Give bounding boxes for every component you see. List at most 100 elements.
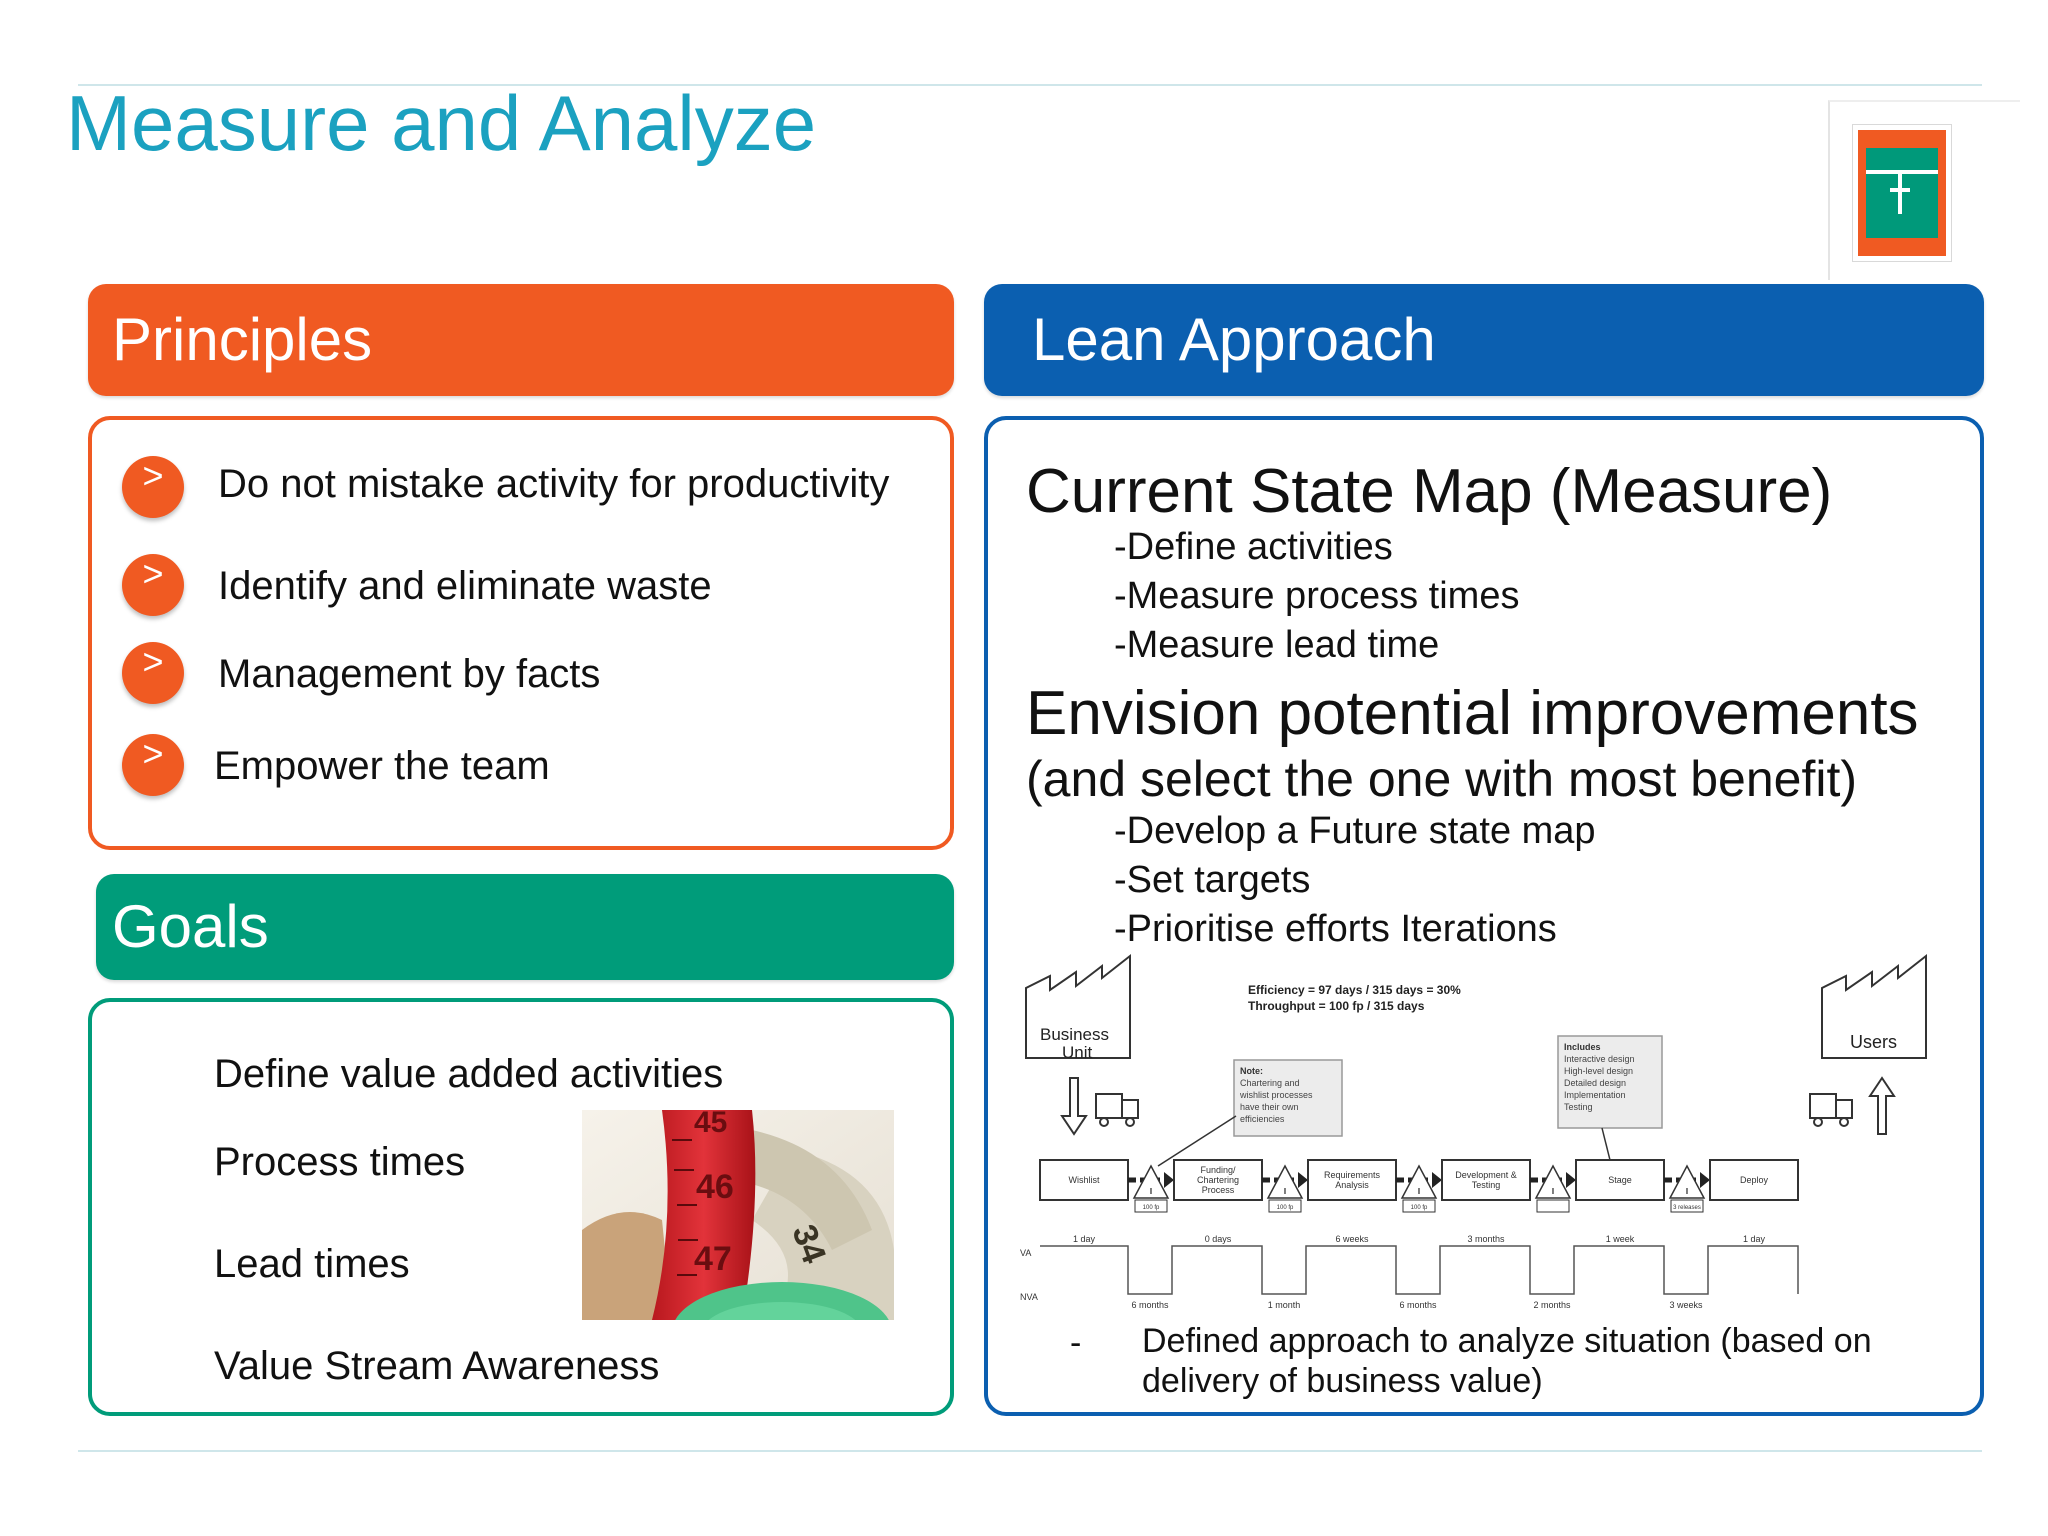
current-state-item: -Define activities [1114,526,1393,568]
svg-text:Detailed design: Detailed design [1564,1078,1626,1088]
inventory-box [1670,1199,1704,1213]
inventory-triangle [1534,1164,1572,1199]
goals-box: Define value added activities Process ti… [88,998,954,1416]
goals-header: Goals [96,874,954,980]
principles-header: Principles [88,284,954,396]
push-arrow-head [1164,1172,1174,1188]
svg-text:Testing: Testing [1564,1102,1593,1112]
vsm-note: Includes Interactive design High-level d… [1557,1035,1663,1129]
process-box [1709,1159,1799,1201]
customer-factory-icon [1821,953,1927,1059]
tape-number: 46 [696,1168,734,1206]
process-label: Stage [1608,1175,1632,1185]
current-state-item: -Measure process times [1114,575,1520,617]
lean-box: Current State Map (Measure) -Define acti… [984,416,1984,1416]
page-title: Measure and Analyze [66,79,817,167]
inventory-box [1536,1199,1570,1213]
vsm-efficiency: Efficiency = 97 days / 315 days = 30% [1248,983,1461,997]
va-time-label: 3 months [1467,1234,1505,1244]
tape-number: 45 [694,1110,727,1139]
inventory-triangle [1668,1164,1706,1199]
inventory-mark: I [1284,1187,1286,1196]
nva-time-label: 1 month [1268,1300,1301,1310]
svg-text:High-level design: High-level design [1564,1066,1633,1076]
process-box [1441,1159,1531,1201]
process-box [1039,1159,1129,1201]
supplier-label: Unit [1062,1043,1093,1062]
supplier-label: Business [1040,1025,1109,1044]
envision-item: -Develop a Future state map [1114,810,1596,852]
process-label: Process [1202,1185,1235,1195]
inventory-mark: I [1686,1187,1688,1196]
inventory-triangle [1400,1164,1438,1199]
nva-time-label: 2 months [1533,1300,1571,1310]
principles-box: > Do not mistake activity for productivi… [88,416,954,850]
envision-subheading: (and select the one with most benefit) [1026,751,1858,807]
push-arrow-head [1700,1172,1710,1188]
svg-text:Interactive design: Interactive design [1564,1054,1635,1064]
value-stream-map: Efficiency = 97 days / 315 days = 30% Th… [1020,948,1940,1323]
principle-item: Management by facts [218,652,601,696]
process-label: Chartering [1197,1175,1239,1185]
push-arrow-head [1298,1172,1308,1188]
goal-item: Define value added activities [214,1052,724,1096]
bullet-icon: > [122,642,184,704]
inventory-box [1268,1199,1302,1213]
inventory-mark: I [1552,1187,1554,1196]
svg-text:Implementation: Implementation [1564,1090,1626,1100]
svg-text:efficiencies: efficiencies [1240,1114,1285,1124]
inventory-triangle [1132,1164,1170,1199]
inventory-box [1134,1199,1168,1213]
inventory-label: 100 fp [1143,1205,1160,1211]
process-label: Analysis [1335,1180,1369,1190]
goal-item: Process times [214,1140,466,1184]
va-time-label: 0 days [1205,1234,1232,1244]
push-arrow-head [1432,1172,1442,1188]
process-label: Requirements [1324,1170,1381,1180]
bullet-icon: > [122,456,184,518]
principle-item: Identify and eliminate waste [218,564,712,608]
process-label: Development & [1455,1170,1517,1180]
envision-heading: Envision potential improvements [1026,679,1919,748]
customer-label: Users [1850,1032,1897,1052]
inventory-box [1402,1199,1436,1213]
process-label: Deploy [1740,1175,1769,1185]
process-label: Wishlist [1069,1175,1100,1185]
goal-item: Value Stream Awareness [214,1344,660,1388]
truck-icon [1095,1093,1139,1127]
footer-text-line1: Defined approach to analyze situation (b… [1142,1322,1872,1360]
footer-dash: - [1070,1324,1082,1362]
envision-item: -Prioritise efforts Iterations [1114,908,1557,950]
svg-text:Includes: Includes [1564,1042,1601,1052]
inventory-triangle [1266,1164,1304,1199]
principle-item: Do not mistake activity for productivity [218,462,890,506]
current-state-heading: Current State Map (Measure) [1026,457,1833,526]
svg-text:Note:: Note: [1240,1066,1263,1076]
vsm-throughput: Throughput = 100 fp / 315 days [1248,999,1425,1013]
va-time-label: 1 day [1743,1234,1766,1244]
lean-header: Lean Approach [984,284,1984,396]
logo-icon [1851,123,1953,267]
measuring-tape-image: 45 46 47 34 [582,1106,894,1382]
nva-time-label: 3 weeks [1669,1300,1703,1310]
nva-time-label: 6 months [1399,1300,1437,1310]
up-arrow-icon [1868,1076,1896,1135]
process-box [1307,1159,1397,1201]
process-label: Funding/ [1200,1165,1236,1175]
svg-text:wishlist processes: wishlist processes [1239,1090,1313,1100]
logo-frame [1828,100,2020,280]
process-box [1173,1159,1263,1201]
svg-text:have their own: have their own [1240,1102,1299,1112]
bottom-divider [78,1450,1982,1452]
truck-icon [1809,1093,1853,1127]
vsm-note: Note: Chartering and wishlist processes … [1233,1059,1343,1137]
bullet-icon: > [122,554,184,616]
va-time-label: 6 weeks [1335,1234,1369,1244]
nva-label: NVA [1020,1292,1038,1302]
push-arrow-head [1566,1172,1576,1188]
inventory-mark: I [1150,1187,1152,1196]
va-time-label: 1 day [1073,1234,1096,1244]
tape-number: 47 [694,1240,732,1278]
top-divider [78,84,1982,86]
goal-item: Lead times [214,1242,410,1286]
